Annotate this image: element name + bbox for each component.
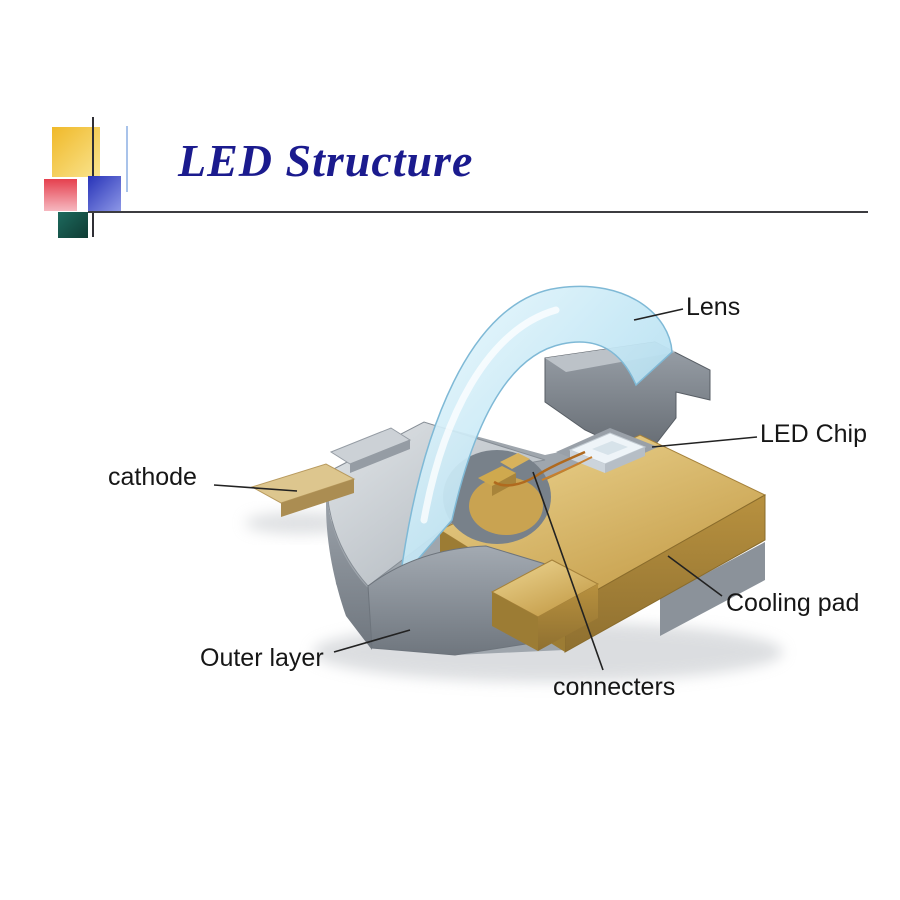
logo-red-square (44, 179, 77, 211)
label-cathode: cathode (108, 463, 197, 491)
bond-wire (493, 450, 586, 487)
leader-line-led-chip (651, 436, 758, 448)
connector-block-back (500, 453, 530, 469)
label-outer-layer: Outer layer (200, 644, 324, 672)
gold-foot-front (538, 584, 598, 651)
bond-wire-2 (541, 456, 593, 481)
page-title: LED Structure (178, 135, 474, 186)
led-illustration (245, 285, 783, 682)
lens-highlight (420, 306, 560, 524)
label-lens: Lens (686, 293, 741, 321)
cathode-tab-front (281, 479, 354, 517)
housing-left-face (326, 472, 372, 650)
leader-line-cathode (213, 484, 298, 492)
anode-tab-front (350, 440, 410, 473)
back-wall (544, 341, 711, 459)
cup-gold-floor (469, 477, 543, 535)
logo-blue-square (88, 176, 121, 211)
label-cooling-pad: Cooling pad (726, 589, 860, 617)
connector-block-top (478, 466, 516, 486)
label-connecters: connecters (553, 673, 676, 701)
leader-line-outer-layer (333, 629, 411, 653)
label-led-chip: LED Chip (760, 420, 867, 448)
led-chip-detail (592, 441, 628, 455)
logo-teal-square (58, 212, 88, 238)
gold-foot-left (492, 592, 538, 651)
lens-shape (398, 285, 673, 583)
leader-line-cooling-pad (667, 555, 723, 597)
leader-line-lens (633, 308, 684, 321)
logo-blue-line (126, 126, 128, 192)
leader-lines (213, 308, 758, 671)
title-divider (88, 211, 868, 213)
led-chip-front (605, 447, 645, 473)
leader-line-connecters (532, 471, 604, 671)
